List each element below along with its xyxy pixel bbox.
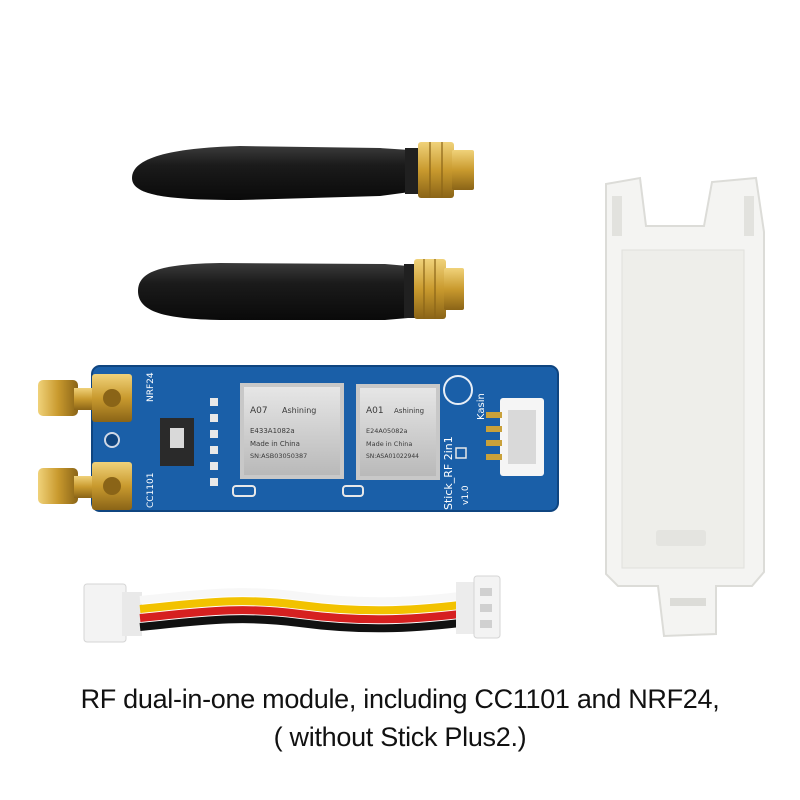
antenna-short-connector (414, 259, 446, 319)
sma-connector-top (38, 374, 132, 422)
label-version: v1.0 (461, 485, 471, 505)
rf-module-board: NRF24 CC1101 A07 Ashining E433A1082a Mad… (38, 365, 559, 512)
pad-right (342, 485, 364, 497)
pad-left (232, 485, 256, 497)
chip-right-model: A01 (366, 406, 384, 416)
caption-line-1: RF dual-in-one module, including CC1101 … (80, 684, 720, 714)
kasin-logo-icon (443, 375, 473, 405)
antenna-long (132, 142, 474, 200)
chip-left-origin: Made in China (250, 440, 300, 448)
label-nrf24: NRF24 (146, 372, 156, 402)
small-pad (455, 447, 467, 459)
grove-cable (83, 575, 501, 643)
label-cc1101: CC1101 (146, 473, 156, 508)
chip-right-serial: SN:ASA01022944 (366, 453, 419, 460)
chip-right-origin: Made in China (366, 440, 412, 448)
cc1101-chip: A07 Ashining E433A1082a Made in China SN… (240, 383, 344, 479)
chip-left-model: A07 (250, 406, 268, 416)
antenna-long-connector (418, 142, 454, 198)
mounting-hole (104, 432, 120, 448)
nrf24-chip: A01 Ashining E24A05082a Made in China SN… (356, 384, 440, 480)
label-board-name: Stick_RF 2in1 (442, 436, 455, 510)
chip-left-brand: Ashining (282, 406, 316, 415)
sma-connector-bottom (38, 462, 132, 510)
chip-left-serial: SN:ASB03050387 (250, 452, 307, 460)
chip-right-brand: Ashining (394, 407, 424, 415)
mode-switch (160, 418, 194, 466)
chip-right-part: E24A05082a (366, 427, 408, 435)
antenna-short (138, 259, 464, 320)
caption-line-2: ( without Stick Plus2.) (273, 722, 527, 752)
chip-left-part: E433A1082a (250, 427, 295, 435)
grove-connector (486, 398, 544, 476)
label-brand: Kasin (476, 393, 487, 420)
header-pads (210, 398, 218, 486)
white-case (605, 176, 765, 638)
